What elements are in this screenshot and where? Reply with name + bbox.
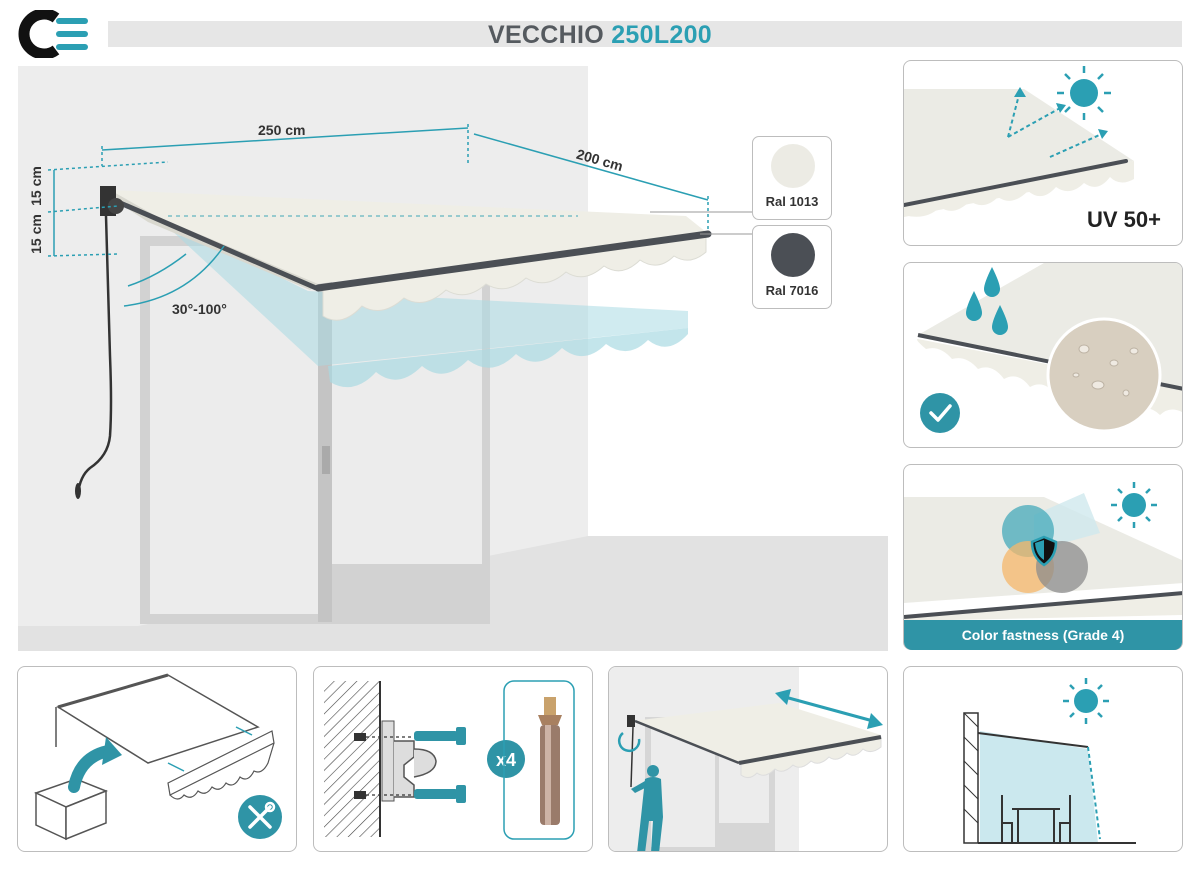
shield-icon xyxy=(1030,535,1058,567)
feature-card-uv xyxy=(903,60,1183,246)
assembly-card xyxy=(17,666,297,852)
color-option-ral-1013[interactable]: Ral 1013 xyxy=(752,136,832,220)
product-title: VECCHIO 250L200 xyxy=(0,21,1200,49)
expansion-bolt-icon xyxy=(538,697,562,825)
title-model: 250L200 xyxy=(611,21,713,49)
bracket-bottom-label: 15 cm xyxy=(27,214,44,254)
bolt-count-label: x4 xyxy=(496,750,516,770)
bracket-top-label: 15 cm xyxy=(27,166,44,206)
checkmark-icon xyxy=(920,393,960,433)
color-option-ral-7016[interactable]: Ral 7016 xyxy=(752,225,832,309)
tools-icon xyxy=(238,795,282,839)
person-icon xyxy=(631,765,663,851)
angle-label: 30°-100° xyxy=(172,301,227,317)
shade-diagram-card xyxy=(903,666,1183,852)
sun-icon xyxy=(1057,66,1111,120)
main-product-illustration xyxy=(18,66,888,651)
feature-card-waterproof xyxy=(903,262,1183,448)
brand-logo xyxy=(18,10,88,58)
title-prefix: VECCHIO xyxy=(487,21,612,49)
swatch-connectors xyxy=(650,211,752,235)
wall-mount-card: x4 xyxy=(313,666,593,852)
swatch-label: Ral 7016 xyxy=(765,283,819,298)
title-bar xyxy=(108,21,1182,47)
quantity-badge: x4 xyxy=(487,740,525,778)
extend-arrow-icon xyxy=(775,689,883,729)
table-chairs-icon xyxy=(1001,795,1071,843)
swatch-ral-1013 xyxy=(771,144,815,188)
sun-icon xyxy=(1063,678,1109,724)
width-dimension-label: 250 cm xyxy=(258,122,306,138)
swatch-label: Ral 1013 xyxy=(765,194,819,209)
adjustable-card xyxy=(608,666,888,852)
color-fastness-label: Color fastness (Grade 4) xyxy=(904,620,1182,650)
swatch-ral-7016 xyxy=(771,233,815,277)
feature-card-color-fastness xyxy=(903,464,1183,650)
sun-icon xyxy=(1111,482,1157,528)
uv-rating-label: UV 50+ xyxy=(1087,207,1161,232)
